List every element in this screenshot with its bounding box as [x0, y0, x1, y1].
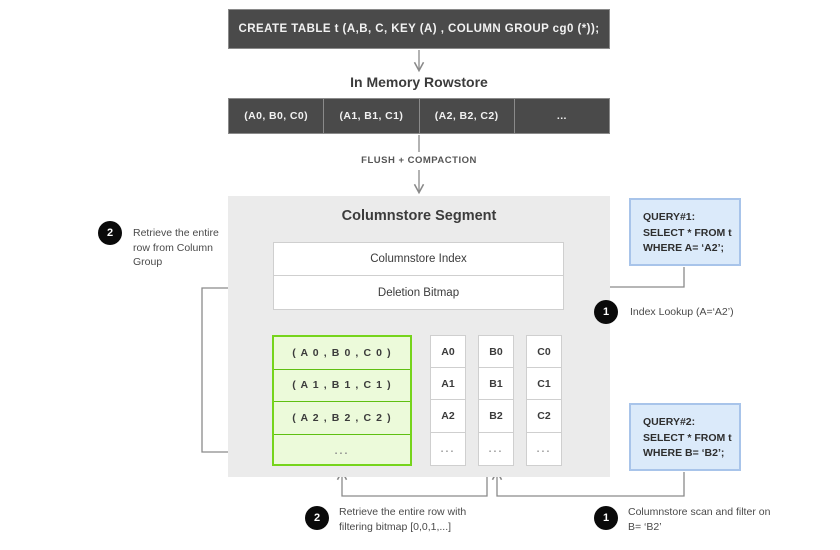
- annotation-index-lookup: Index Lookup (A=‘A2’): [630, 306, 734, 318]
- rowstore-cell: (A2, B2, C2): [420, 99, 515, 133]
- deletion-bitmap-box: Deletion Bitmap: [273, 276, 564, 310]
- create-table-statement-box: CREATE TABLE t (A,B, C, KEY (A) , COLUMN…: [228, 9, 610, 49]
- step-badge-2-bitmap: 2: [305, 506, 329, 530]
- annotation-columnstore-scan: Columnstore scan and filter on B= ‘B2’: [628, 506, 771, 533]
- column-cell: C2: [527, 400, 561, 433]
- column-cell: ...: [536, 442, 552, 455]
- column-group-row: ...: [334, 444, 350, 457]
- column-stack-c: C0 C1 C2 ...: [526, 335, 562, 466]
- column-cell: A2: [431, 400, 465, 433]
- columnstore-index-label: Columnstore Index: [370, 253, 467, 265]
- column-stack-b: B0 B1 B2 ...: [478, 335, 514, 466]
- rowstore-cell: (A1, B1, C1): [324, 99, 420, 133]
- query-1-line: SELECT * FROM t: [643, 226, 732, 239]
- annotation-retrieve-row-bitmap: Retrieve the entire row with filtering b…: [339, 506, 467, 533]
- column-cell: B2: [479, 400, 513, 433]
- column-cell: ...: [488, 442, 504, 455]
- rowstore-cell: (A0, B0, C0): [229, 99, 325, 133]
- create-table-statement-text: CREATE TABLE t (A,B, C, KEY (A) , COLUMN…: [238, 23, 600, 35]
- query-2-line: SELECT * FROM t: [643, 431, 732, 444]
- column-cell: C1: [527, 368, 561, 401]
- column-group-row: ( A 1 , B 1 , C 1 ): [274, 370, 410, 402]
- step-badge-2-column-group: 2: [98, 221, 122, 245]
- flush-compaction-label: FLUSH + COMPACTION: [361, 155, 477, 166]
- column-cell: A0: [431, 336, 465, 369]
- column-cell: ...: [440, 442, 456, 455]
- columnstore-segment-title: Columnstore Segment: [341, 208, 497, 224]
- deletion-bitmap-label: Deletion Bitmap: [377, 286, 460, 299]
- rowstore-cell: ...: [556, 110, 567, 122]
- step-badge-1-index-lookup: 1: [594, 300, 618, 324]
- columnstore-index-box: Columnstore Index: [273, 242, 564, 276]
- annotation-retrieve-row-column-group: Retrieve the entire row from Column Grou…: [133, 227, 219, 268]
- query-1-box: QUERY#1: SELECT * FROM t WHERE A= ‘A2’;: [629, 198, 741, 266]
- step-badge-1-columnstore-scan: 1: [594, 506, 618, 530]
- column-cell: A1: [431, 368, 465, 401]
- column-group-table: ( A 0 , B 0 , C 0 ) ( A 1 , B 1 , C 1 ) …: [272, 335, 412, 466]
- column-stack-a: A0 A1 A2 ...: [430, 335, 466, 466]
- column-cell: B1: [479, 368, 513, 401]
- query-1-line: WHERE A= ‘A2’;: [643, 242, 724, 254]
- query-2-line: QUERY#2:: [643, 416, 696, 428]
- column-cell: B0: [479, 336, 513, 369]
- query-2-line: WHERE B= ‘B2’;: [643, 447, 725, 459]
- query-2-box: QUERY#2: SELECT * FROM t WHERE B= ‘B2’;: [629, 403, 741, 471]
- rowstore-row: (A0, B0, C0) (A1, B1, C1) (A2, B2, C2) .…: [228, 98, 610, 134]
- rowstore-title: In Memory Rowstore: [350, 74, 488, 90]
- column-group-row: ( A 2 , B 2 , C 2 ): [274, 402, 410, 435]
- column-cell: C0: [527, 336, 561, 369]
- column-group-row: ( A 0 , B 0 , C 0 ): [274, 337, 410, 370]
- query-1-line: QUERY#1:: [643, 211, 696, 223]
